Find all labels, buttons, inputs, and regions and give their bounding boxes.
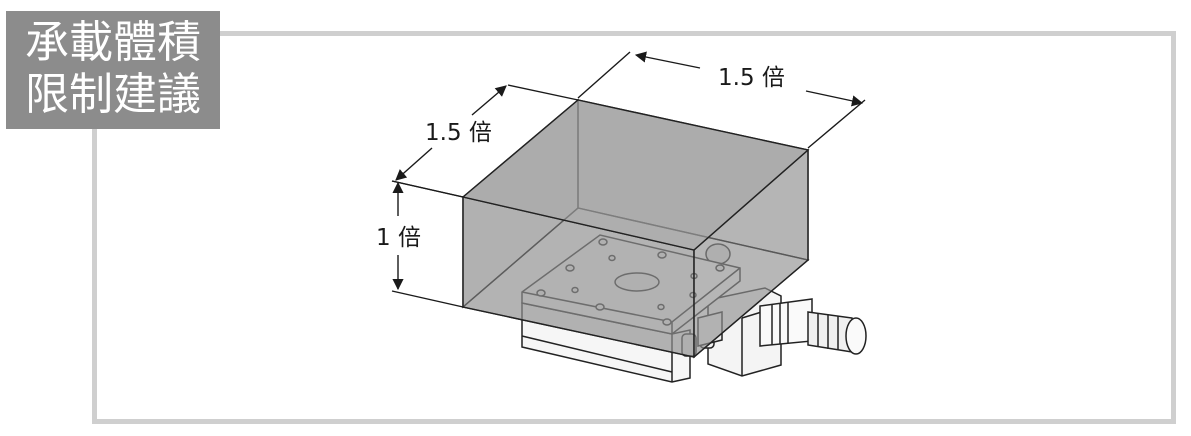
width-dimension-label: 1.5 倍: [718, 65, 785, 91]
title-badge: 承載體積 限制建議: [6, 11, 220, 129]
content-frame: [92, 31, 1176, 424]
badge-title-line-1: 承載體積: [25, 17, 201, 68]
depth-dimension-label: 1.5 倍: [425, 120, 492, 146]
dimension-lines: [391, 51, 866, 308]
load-volume-box: [461, 98, 810, 359]
badge-title-line-2: 限制建議: [25, 69, 201, 120]
height-dimension-label: 1 倍: [376, 225, 421, 251]
